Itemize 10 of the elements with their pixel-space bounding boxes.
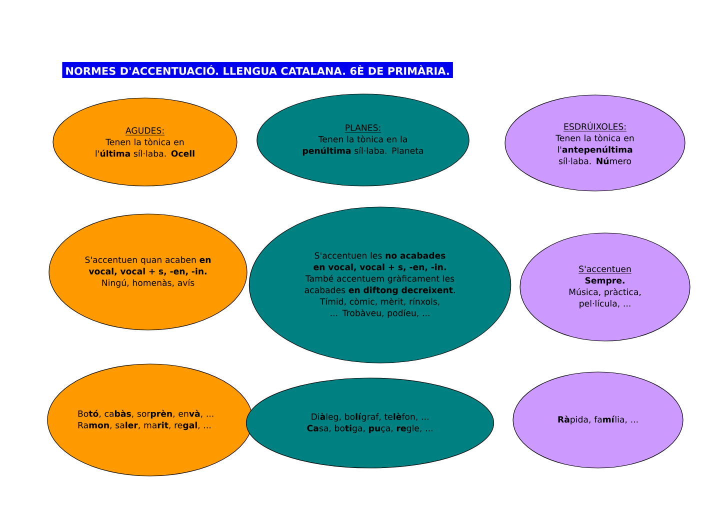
ellipse-bubble: Botó, cabàs, sorprèn, envà, ... Ramon, saler, marit, regal, ... <box>47 364 253 476</box>
ellipse-bubble: AGUDES: Tenen la tònica en l'última síl·laba. Ocell <box>52 98 238 186</box>
ellipse-bubble: Diàleg, bolígraf, telèfon, ... Casa, botiga, puça, regle, ... <box>246 378 494 468</box>
ellipse-bubble: S'accentuen les no acabades en vocal, vocal + s, -en, -in. També accentuem gràficament les acabades en diftong decreixent. Tímid, còmic, mèrit, rínxols, ... Trobàveu, podíeu, ... <box>248 206 512 364</box>
ellipse-bubble: S'accentuen Sempre. Música, pràctica, pel·lícula, ... <box>520 232 690 342</box>
ellipse-bubble: PLANES: Tenen la tònica en la penúltima síl·laba. Planeta <box>256 94 470 186</box>
ellipse-bubble: ESDRÚIXOLES: Tenen la tònica en l'antepenúltima síl·laba. Número <box>504 94 686 192</box>
ellipse-bubble: Ràpida, família, ... <box>512 372 684 468</box>
title-banner: NORMES D'ACCENTUACIÓ. LLENGUA CATALANA. 6È DE PRIMÀRIA. <box>62 62 453 78</box>
ellipse-bubble: S'accentuen quan acaben en vocal, vocal + s, -en, -in. Ningú, homenàs, avís <box>48 214 248 330</box>
